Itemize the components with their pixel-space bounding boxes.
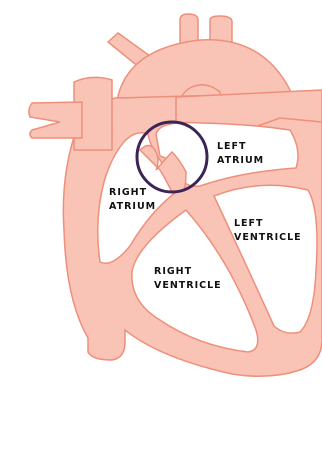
- left-ventricle-label: LEFT VENTRICLE: [234, 217, 302, 246]
- left-ventricle-label-line-1: LEFT: [234, 217, 302, 231]
- right-ventricle-label-line-2: VENTRICLE: [154, 279, 222, 293]
- right-ventricle-label: RIGHT VENTRICLE: [154, 265, 222, 294]
- left-atrium-label: LEFT ATRIUM: [217, 140, 264, 169]
- left-atrium-label-line-1: LEFT: [217, 140, 264, 154]
- right-ventricle-label-line-1: RIGHT: [154, 265, 222, 279]
- right-atrium-label-line-2: ATRIUM: [109, 200, 156, 214]
- right-atrium-label-line-1: RIGHT: [109, 186, 156, 200]
- left-pulmonary-vessels: [29, 102, 82, 138]
- left-ventricle-label-line-2: VENTRICLE: [234, 231, 302, 245]
- right-atrium-label: RIGHT ATRIUM: [109, 186, 156, 215]
- left-atrium-label-line-2: ATRIUM: [217, 154, 264, 168]
